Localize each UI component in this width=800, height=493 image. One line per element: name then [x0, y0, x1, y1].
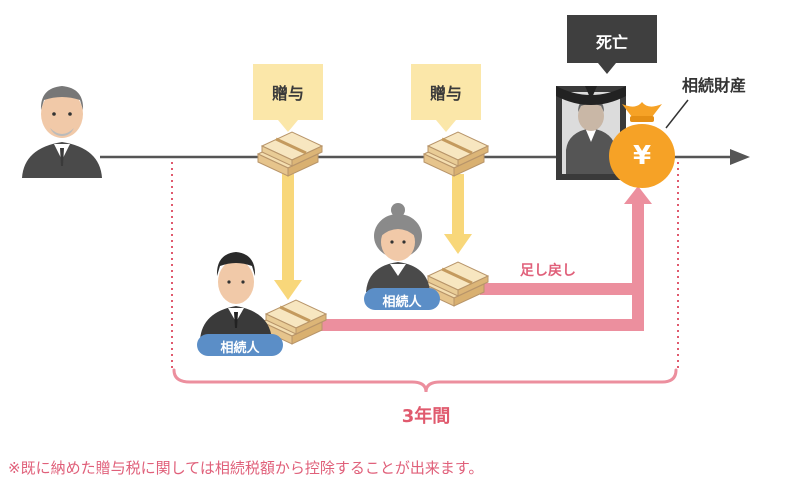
gift-label-1: 贈与 [271, 84, 304, 103]
gift-arrow-2 [444, 174, 472, 254]
inheritance-property-label: 相続財産 [682, 76, 747, 95]
money-bundle-icon [256, 130, 324, 178]
memorial-portrait-icon [556, 86, 626, 180]
add-back-label: 足し戻し [520, 263, 576, 279]
heir-badge-2-bg [364, 288, 440, 310]
money-bundle-icon [422, 130, 490, 178]
money-bag-icon [609, 102, 675, 188]
elderly-man-icon [22, 86, 102, 178]
heir-badge-2: 相続人 [382, 295, 422, 310]
inheritance-pointer [665, 99, 689, 129]
gift-callout-2 [411, 64, 481, 132]
gift-label-2: 贈与 [429, 84, 462, 103]
death-label: 死亡 [595, 33, 628, 52]
period-brace [172, 368, 678, 393]
gift-arrow-1 [274, 174, 302, 300]
add-back-arrows [310, 186, 652, 331]
heir-woman-icon [366, 203, 430, 292]
heir-man-icon [200, 252, 272, 340]
gift-callout-1 [253, 64, 323, 132]
heir-badge-1-bg [197, 334, 283, 356]
death-callout [567, 15, 657, 74]
heir-badge-1: 相続人 [220, 341, 260, 356]
period-label: 3年間 [401, 406, 451, 427]
yen-symbol: ¥ [632, 141, 652, 171]
footnote: ※既に納めた贈与税に関しては相続税額から控除することが出来ます。 [8, 459, 484, 477]
